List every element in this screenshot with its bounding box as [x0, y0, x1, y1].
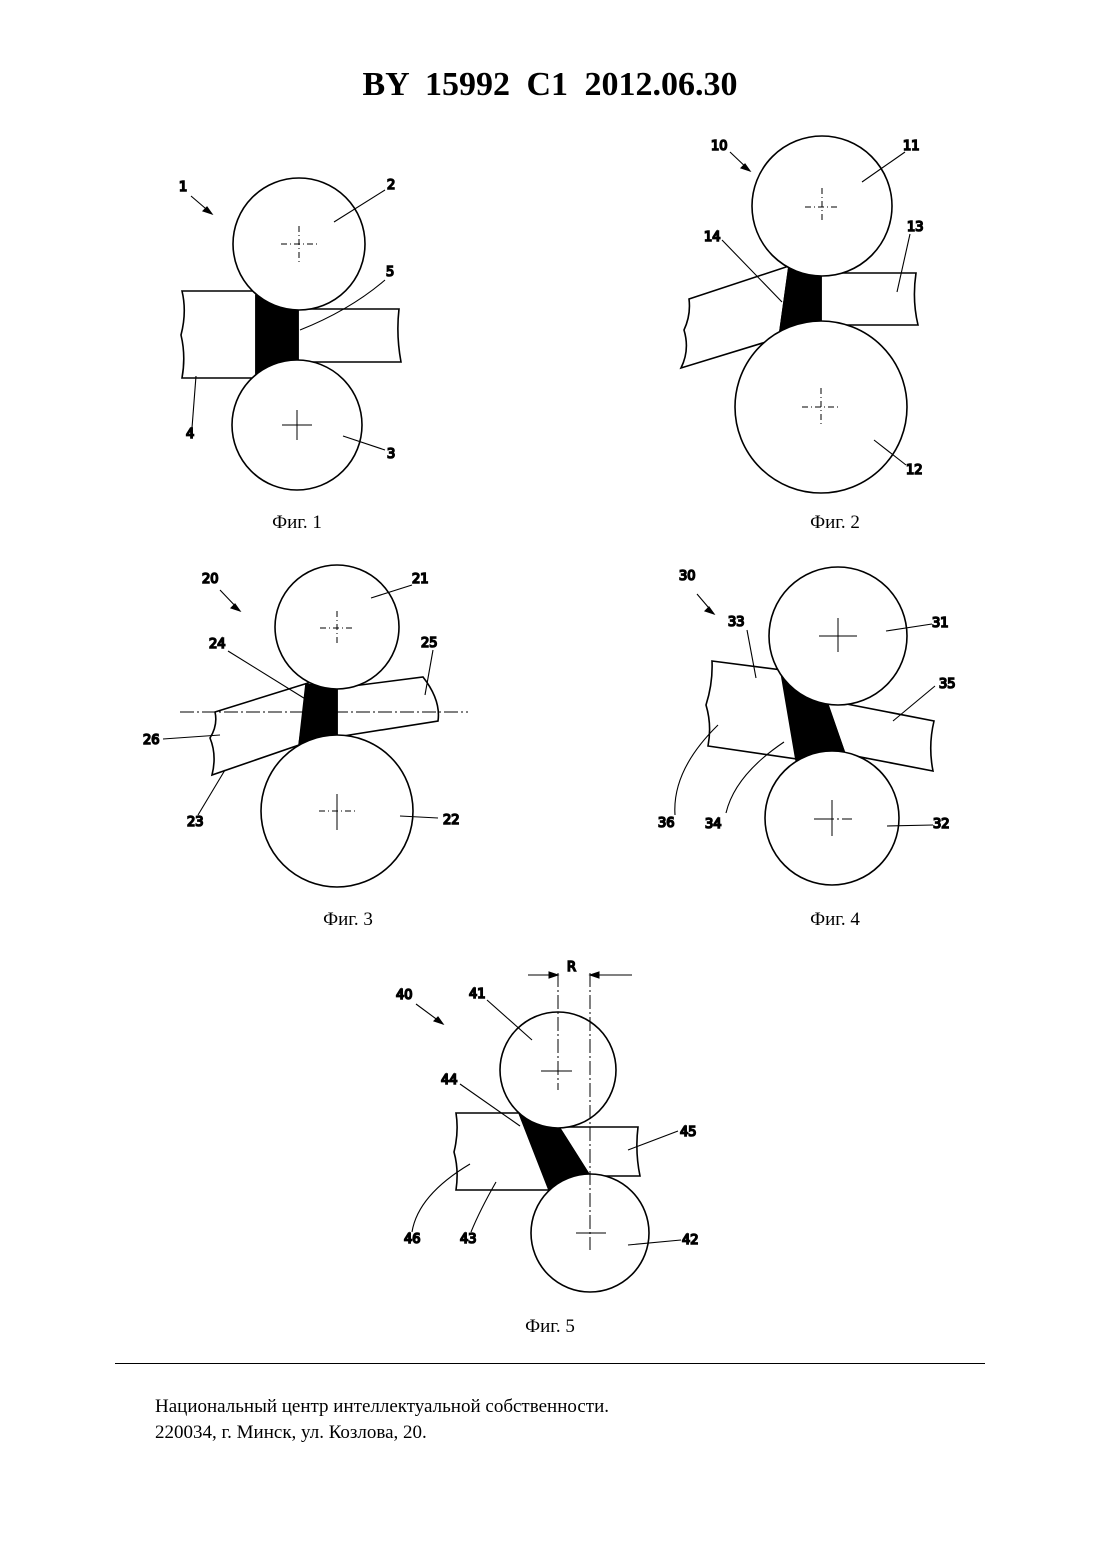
fig1-sheet-right [298, 309, 401, 362]
figure-3-caption: Фиг. 3 [288, 909, 408, 931]
fig3-label-23: 23 [187, 815, 204, 830]
fig2-label-14: 14 [704, 230, 721, 245]
fig1-label-3: 3 [387, 447, 395, 462]
fig2-sheet-right [821, 273, 918, 325]
fig5-label-40: 40 [396, 988, 413, 1003]
footer-organization: Национальный центр интеллектуальной собс… [155, 1394, 609, 1420]
fig5-label-R: R [567, 960, 576, 975]
fig5-label-42: 42 [682, 1233, 699, 1248]
figure-1-caption: Фиг. 1 [237, 512, 357, 534]
fig4-label-35: 35 [939, 677, 956, 692]
figure-1: 1 2 3 4 5 [179, 178, 401, 490]
fig2-label-11: 11 [903, 139, 920, 154]
fig3-label-20: 20 [202, 572, 219, 587]
fig3-label-26: 26 [143, 733, 160, 748]
fig3-label-22: 22 [443, 813, 460, 828]
footer-divider [115, 1363, 985, 1364]
footer: Национальный центр интеллектуальной собс… [155, 1394, 609, 1446]
fig5-label-46: 46 [404, 1232, 421, 1247]
figure-3: 20 21 22 23 24 25 26 [143, 565, 468, 887]
fig1-sheet-left [181, 291, 256, 378]
fig1-label-4: 4 [186, 427, 194, 442]
fig3-label-21: 21 [412, 572, 429, 587]
fig2-label-12: 12 [906, 463, 923, 478]
fig4-label-34: 34 [705, 817, 722, 832]
fig1-label-1: 1 [179, 180, 187, 195]
figure-4-caption: Фиг. 4 [775, 909, 895, 931]
fig3-label-25: 25 [421, 636, 438, 651]
figure-2: 10 11 12 13 14 [681, 136, 924, 493]
fig5-label-44: 44 [441, 1073, 458, 1088]
fig4-label-30: 30 [679, 569, 696, 584]
fig4-label-36: 36 [658, 816, 675, 831]
fig2-label-13: 13 [907, 220, 924, 235]
fig4-label-33: 33 [728, 615, 745, 630]
fig1-label-2: 2 [387, 178, 395, 193]
figure-5: R 40 41 42 43 44 45 46 [396, 960, 699, 1292]
fig2-label-10: 10 [711, 139, 728, 154]
fig1-label-5: 5 [386, 265, 394, 280]
fig5-label-43: 43 [460, 1232, 477, 1247]
fig3-label-24: 24 [209, 637, 226, 652]
figure-2-caption: Фиг. 2 [775, 512, 895, 534]
fig5-label-45: 45 [680, 1125, 697, 1140]
figure-4: 30 31 32 33 34 35 36 [658, 567, 956, 885]
footer-address: 220034, г. Минск, ул. Козлова, 20. [155, 1420, 609, 1446]
fig4-label-31: 31 [932, 616, 949, 631]
fig4-label-32: 32 [933, 817, 950, 832]
figure-5-caption: Фиг. 5 [490, 1316, 610, 1338]
fig5-label-41: 41 [469, 987, 486, 1002]
